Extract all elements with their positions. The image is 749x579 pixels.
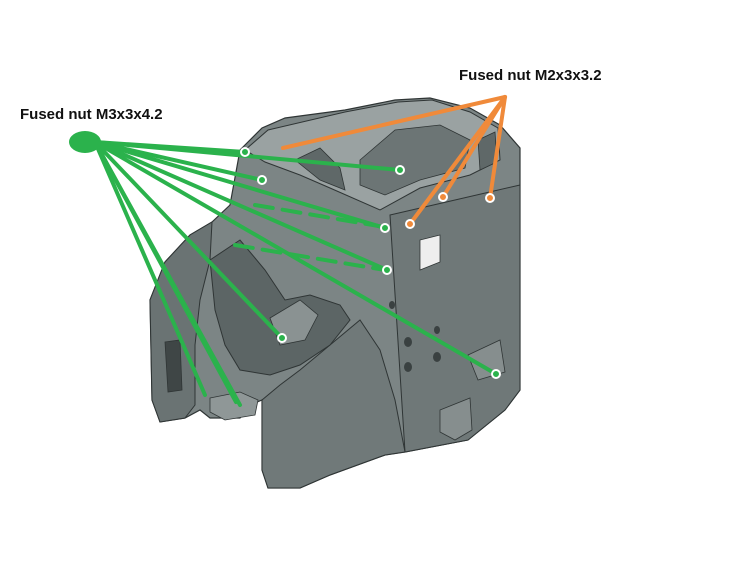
m3-nut-marker bbox=[382, 265, 392, 275]
m3-nut-marker bbox=[257, 175, 267, 185]
bottom-tab bbox=[439, 397, 473, 441]
m3-leader-line bbox=[93, 140, 498, 376]
m2-callout-label: Fused nut M2x3x3.2 bbox=[459, 67, 602, 84]
side-holes bbox=[389, 301, 441, 372]
m3-nut-marker bbox=[277, 333, 287, 343]
m3-callout-lines bbox=[69, 131, 501, 407]
m3-callout-label: Fused nut M3x3x4.2 bbox=[20, 106, 163, 123]
m2-nut-marker bbox=[405, 219, 415, 229]
center-cavity bbox=[209, 239, 351, 376]
m2-leader-line bbox=[441, 95, 507, 199]
m3-callout-origin bbox=[69, 131, 101, 153]
top-cavity-left bbox=[294, 147, 346, 191]
top-cavity-center bbox=[359, 124, 471, 196]
m2-nut-marker bbox=[438, 192, 448, 202]
left-tab bbox=[209, 391, 259, 421]
m3-leader-line bbox=[93, 140, 207, 397]
m3-leader-line-hidden bbox=[253, 203, 392, 230]
m2-leader-line bbox=[281, 95, 507, 150]
m3-leader-line bbox=[93, 140, 247, 154]
m3-leader-line bbox=[93, 140, 387, 230]
side-window bbox=[419, 234, 441, 271]
m3-nut-marker bbox=[491, 369, 501, 379]
front-lower-face bbox=[261, 319, 406, 489]
printed-part bbox=[149, 97, 521, 489]
m3-nut-marker bbox=[395, 165, 405, 175]
m2-callout-lines bbox=[281, 95, 507, 229]
m3-leader-line bbox=[93, 140, 389, 272]
m3-nut-marker bbox=[380, 223, 390, 233]
m3-leader-line bbox=[93, 140, 242, 407]
m2-leader-line bbox=[488, 95, 507, 200]
m3-leader-line-hidden bbox=[233, 243, 387, 272]
m2-nut-marker bbox=[485, 193, 495, 203]
m2-leader-line bbox=[408, 95, 507, 226]
m3-leader-line bbox=[93, 140, 284, 340]
left-slot bbox=[164, 339, 183, 393]
m3-nut-marker bbox=[240, 147, 250, 157]
